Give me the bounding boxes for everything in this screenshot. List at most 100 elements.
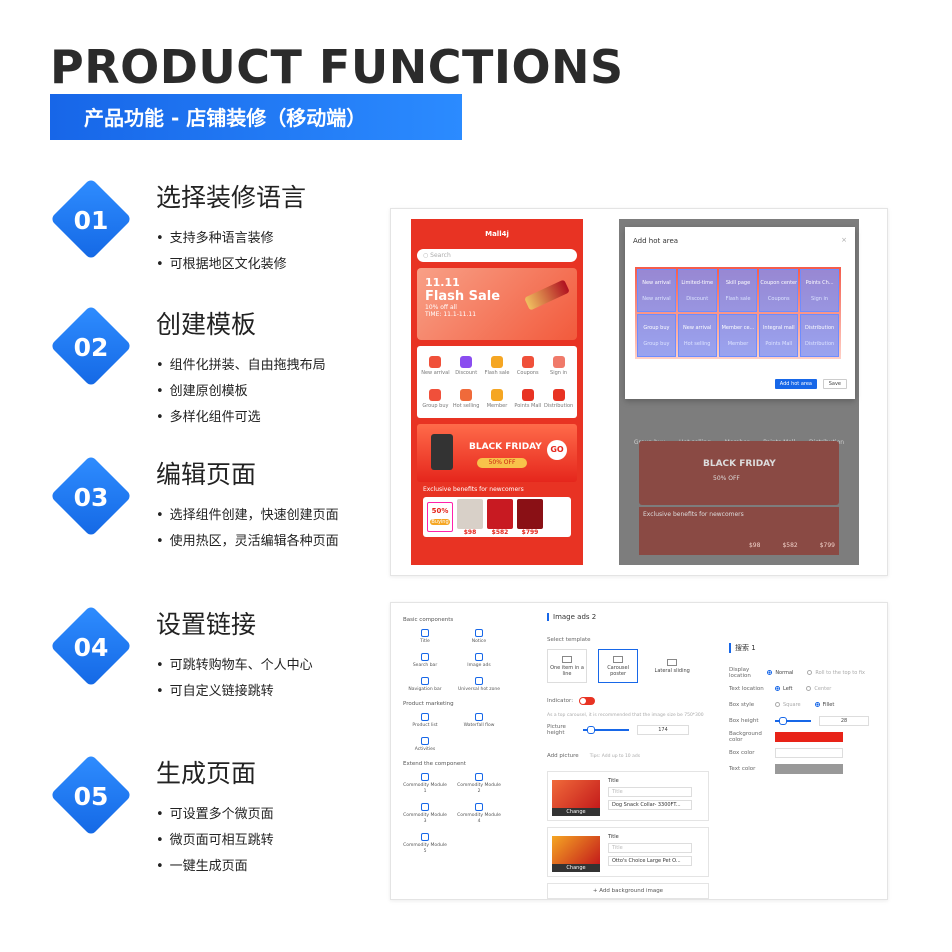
component-notice[interactable]: Notice <box>457 629 501 645</box>
box-style-label: Box style <box>729 702 755 708</box>
radio-center[interactable]: Center <box>806 686 831 692</box>
nav-item[interactable]: Hot selling <box>451 382 482 415</box>
nav-item[interactable]: Points Mall <box>512 382 543 415</box>
component-image-ads[interactable]: Image ads <box>457 653 501 669</box>
radio-square[interactable]: Square <box>775 702 801 708</box>
component-commodity-1[interactable]: Commodity Module 1 <box>403 773 447 795</box>
template-one-item[interactable]: One item in a line <box>547 649 587 683</box>
hot-zone[interactable]: Points Ch...Sign in <box>800 269 839 312</box>
picture-title-input[interactable]: Title <box>608 843 692 853</box>
product-image[interactable] <box>487 498 513 529</box>
add-hot-area-button[interactable]: Add hot area <box>774 379 817 389</box>
component-activities[interactable]: Activities <box>403 737 447 753</box>
height-stepper[interactable]: 174 <box>637 725 689 735</box>
nav-item[interactable]: Distribution <box>543 382 574 415</box>
component-commodity-3[interactable]: Commodity Module 3 <box>403 803 447 825</box>
product-image[interactable] <box>517 498 543 529</box>
component-title[interactable]: Title <box>403 629 447 645</box>
radio-label: Center <box>814 686 832 692</box>
picture-link-select[interactable]: Dog Snack Collar- 3300FT... <box>608 800 692 810</box>
nav-item[interactable]: Member <box>482 382 513 415</box>
add-background-button[interactable]: + Add background image <box>547 883 709 899</box>
change-button[interactable]: Change <box>552 864 600 872</box>
hot-zone-label: Skill page <box>725 279 751 286</box>
radio-fillet[interactable]: Fillet <box>814 702 835 708</box>
search-bar[interactable]: ○ Search <box>417 249 577 262</box>
radio-roll[interactable]: Roll to the top to fix <box>807 670 865 676</box>
step-number: 04 <box>73 633 109 662</box>
component-label: Commodity Module 1 <box>403 783 447 794</box>
component-search-bar[interactable]: Search bar <box>403 653 447 669</box>
component-commodity-4[interactable]: Commodity Module 4 <box>457 803 501 825</box>
commodity-icon <box>475 803 483 811</box>
flash-sale-banner[interactable]: 11.11 Flash Sale 10% off all TIME: 11.1-… <box>417 268 577 340</box>
black-friday-banner[interactable]: BLACK FRIDAY 50% OFF GO <box>417 424 577 482</box>
close-icon[interactable]: × <box>841 236 847 244</box>
component-commodity-5[interactable]: Commodity Module 5 <box>403 833 447 855</box>
coupon-value: 50% <box>431 507 449 515</box>
price: $98 <box>463 528 477 536</box>
nav-label: Group buy <box>422 402 449 409</box>
picture-title-input[interactable]: Title <box>608 787 692 797</box>
change-button[interactable]: Change <box>552 808 600 816</box>
dimmed-newcomer-title: Exclusive benefits for newcomers <box>643 511 744 518</box>
hot-zone-label: New arrival <box>642 279 671 286</box>
component-hot-zone[interactable]: Universal hot zone <box>457 677 501 693</box>
radio-normal[interactable]: Normal <box>767 670 793 676</box>
nav-label: Sign in <box>550 369 568 376</box>
component-label: Waterfall flow <box>463 723 495 728</box>
nav-item[interactable]: New arrival <box>420 349 451 382</box>
radio-icon <box>806 686 812 691</box>
hot-zone-caption: Hot selling <box>683 340 711 347</box>
add-picture-row: Add picture Tips: Add up to 10 ads <box>547 742 709 761</box>
picture-item: Change Title Title Otto's Choice Large P… <box>547 827 709 877</box>
picture-link-select[interactable]: Otto's Choice Large Pet O... <box>608 856 692 866</box>
picture-height-label: Picture height <box>547 724 566 736</box>
save-button[interactable]: Save <box>822 379 847 389</box>
product-image[interactable] <box>457 498 483 529</box>
search-placeholder: Search <box>430 252 451 259</box>
image-icon <box>613 655 624 663</box>
step-bullets: 可设置多个微页面 微页面可相互跳转 一键生成页面 <box>156 802 274 880</box>
template-lateral[interactable]: Lateral sliding <box>649 649 695 683</box>
nav-label: Hot selling <box>452 402 480 409</box>
component-navigation-bar[interactable]: Navigation bar <box>403 677 447 693</box>
hot-zone[interactable]: Member ce...Member <box>718 314 758 357</box>
nav-item[interactable]: Coupons <box>512 349 543 382</box>
box-color-swatch[interactable] <box>775 748 843 758</box>
template-carousel[interactable]: Carousel poster <box>598 649 639 683</box>
radio-left[interactable]: Left <box>775 686 792 692</box>
radio-label: Fillet <box>822 702 835 708</box>
notice-icon <box>475 629 483 637</box>
height-slider[interactable] <box>583 726 629 734</box>
commodity-icon <box>421 803 429 811</box>
nav-item[interactable]: Discount <box>451 349 482 382</box>
bg-color-swatch[interactable] <box>775 732 843 742</box>
coupon-card[interactable]: 50% Buying <box>427 502 453 532</box>
text-color-swatch[interactable] <box>775 764 843 774</box>
select-template-label: Select template <box>547 637 591 643</box>
buy-button[interactable]: Buying <box>430 519 450 525</box>
nav-item[interactable]: Sign in <box>543 349 574 382</box>
component-product-list[interactable]: Product list <box>403 713 447 729</box>
nav-label: Discount <box>455 369 478 376</box>
indicator-label: Indicator: <box>547 698 574 704</box>
nav-item[interactable]: Flash sale <box>482 349 513 382</box>
indicator-toggle[interactable] <box>579 697 595 705</box>
bullet: 可跳转购物车、个人中心 <box>156 653 313 679</box>
nav-item[interactable]: Group buy <box>420 382 451 415</box>
component-waterfall[interactable]: Waterfall flow <box>457 713 501 729</box>
component-commodity-2[interactable]: Commodity Module 2 <box>457 773 501 795</box>
box-height-slider[interactable] <box>775 717 811 725</box>
go-button[interactable]: GO <box>547 440 567 460</box>
box-height-stepper[interactable]: 28 <box>819 716 869 726</box>
picture-thumbnail <box>552 780 600 808</box>
